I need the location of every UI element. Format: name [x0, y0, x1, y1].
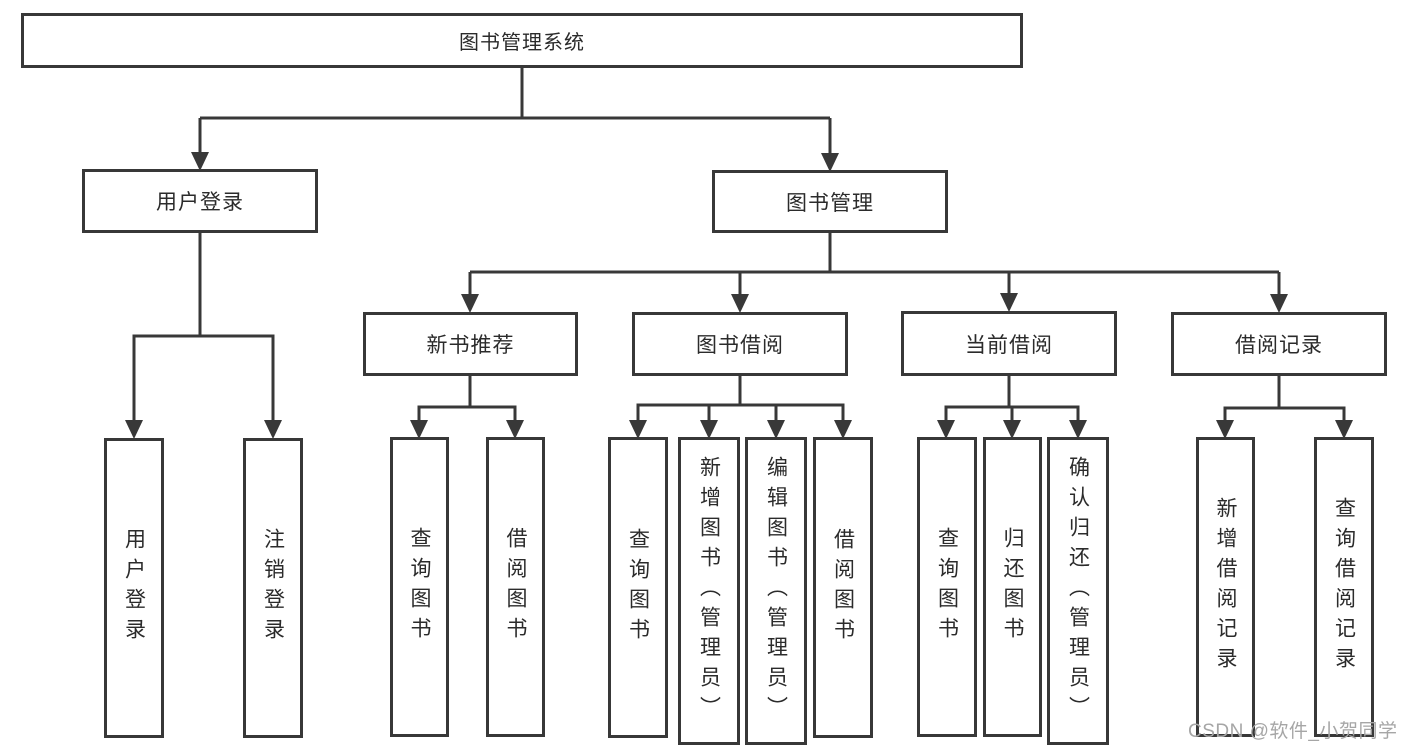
- leaf-query-books: 查询图书: [608, 437, 668, 738]
- leaf-label: 查询借阅记录: [1332, 497, 1356, 677]
- leaf-label: 借阅图书: [831, 527, 855, 648]
- arrowhead: [125, 420, 143, 439]
- leaf-label: 用户登录: [122, 528, 146, 648]
- node-new-book-recommendation: 新书推荐: [363, 312, 578, 376]
- leaf-user-login: 用户登录: [104, 438, 164, 738]
- connector-login-children-rail: [132, 334, 275, 420]
- arrowhead: [410, 420, 428, 439]
- arrowhead: [767, 420, 785, 439]
- leaf-borrow-books: 借阅图书: [486, 437, 545, 737]
- node-label: 用户登录: [156, 191, 244, 214]
- leaf-label: 编辑图书（管理员）: [764, 456, 788, 726]
- arrowhead: [1270, 294, 1288, 313]
- arrowhead: [629, 420, 647, 439]
- leaf-edit-book-admin: 编辑图书（管理员）: [745, 437, 807, 745]
- node-label: 图书管理系统: [459, 32, 585, 54]
- arrowhead: [1335, 420, 1353, 439]
- connector-borrow-children-rail: [636, 403, 845, 421]
- node-user-login: 用户登录: [82, 169, 318, 233]
- node-book-borrowing: 图书借阅: [632, 312, 848, 376]
- leaf-query-books: 查询图书: [917, 437, 977, 737]
- csdn-watermark: CSDN @软件_小贺同学: [1188, 721, 1398, 742]
- leaf-confirm-return-admin: 确认归还（管理员）: [1047, 437, 1109, 745]
- arrowhead: [834, 420, 852, 439]
- node-label: 新书推荐: [426, 334, 515, 357]
- leaf-query-borrow-record: 查询借阅记录: [1314, 437, 1374, 737]
- leaf-logout: 注销登录: [243, 438, 303, 738]
- arrowhead: [821, 153, 839, 172]
- arrowhead: [191, 152, 209, 171]
- connector-newrec-children-rail: [417, 405, 517, 421]
- arrowhead: [700, 420, 718, 439]
- leaf-label: 确认归还（管理员）: [1066, 456, 1090, 726]
- leaf-query-books: 查询图书: [390, 437, 449, 737]
- leaf-add-borrow-record: 新增借阅记录: [1196, 437, 1255, 737]
- leaf-add-book-admin: 新增图书（管理员）: [678, 437, 740, 745]
- arrowhead: [1216, 420, 1234, 439]
- arrowhead: [506, 420, 524, 439]
- arrowhead: [1000, 293, 1018, 312]
- arrowhead: [264, 420, 282, 439]
- arrowhead: [1003, 420, 1021, 439]
- node-borrowing-records: 借阅记录: [1171, 312, 1387, 376]
- node-library-management-system: 图书管理系统: [21, 13, 1023, 68]
- arrowhead: [461, 294, 479, 313]
- arrowhead: [731, 294, 749, 313]
- node-book-management: 图书管理: [712, 170, 948, 233]
- leaf-borrow-books: 借阅图书: [813, 437, 873, 738]
- leaf-label: 归还图书: [1001, 527, 1024, 647]
- connector-record-children-rail: [1223, 406, 1346, 421]
- leaf-label: 注销登录: [261, 528, 285, 648]
- node-current-borrowing: 当前借阅: [901, 311, 1117, 376]
- leaf-return-books: 归还图书: [983, 437, 1042, 737]
- node-label: 图书管理: [786, 191, 874, 215]
- node-label: 当前借阅: [965, 333, 1053, 357]
- leaf-label: 新增图书（管理员）: [697, 456, 721, 726]
- leaf-label: 查询图书: [935, 527, 959, 647]
- leaf-label: 借阅图书: [504, 527, 527, 647]
- arrowhead: [1069, 420, 1087, 439]
- leaf-label: 查询图书: [626, 527, 650, 648]
- leaf-label: 查询图书: [408, 527, 431, 647]
- node-label: 图书借阅: [696, 334, 784, 357]
- leaf-label: 新增借阅记录: [1214, 497, 1237, 677]
- arrowhead: [937, 420, 955, 439]
- node-label: 借阅记录: [1235, 334, 1323, 357]
